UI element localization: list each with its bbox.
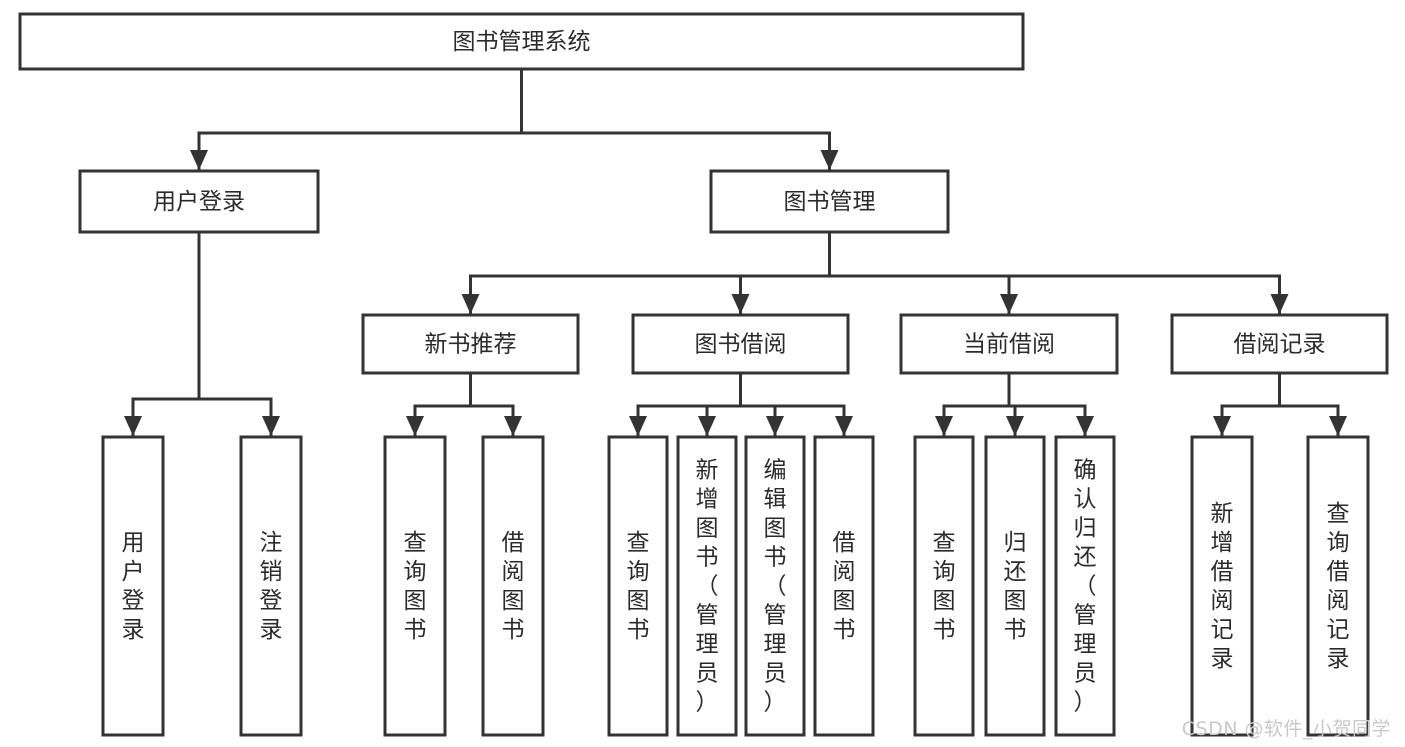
node-level3-0-label: 新书推荐 [425,332,517,358]
arrow-head-icon-manage-3 [1270,294,1289,314]
node-leaf-8-box[interactable] [913,435,975,737]
arrow-head-icon-图书借阅-3 [835,416,853,436]
arrow-head-icon-manage-0 [461,294,480,314]
node-leaf-9-box[interactable] [984,435,1046,737]
node-level3-3-box[interactable] [1170,313,1389,375]
node-leaf-2-box[interactable] [383,435,447,737]
node-leaf-1[interactable]: 注销登录 [239,435,303,737]
arrow-head-icon-图书借阅-2 [766,416,784,436]
node-root-label: 图书管理系统 [453,29,591,55]
node-level2-1-label: 图书管理 [784,189,876,215]
node-leaf-0-box[interactable] [101,435,165,737]
node-leaf-7-label: 借阅图书 [833,530,856,643]
node-level3-3[interactable]: 借阅记录 [1170,313,1389,375]
arrow-head-icon-用户登录-1 [262,416,280,436]
node-leaf-5-box[interactable] [676,435,738,737]
node-level3-2[interactable]: 当前借阅 [899,313,1119,375]
node-leaf-4-label: 查询图书 [627,530,650,643]
node-leaf-0[interactable]: 用户登录 [101,435,165,737]
arrow-head-icon-root-0 [190,150,208,170]
arrow-head-icon-root-1 [820,150,839,170]
node-leaf-3-box[interactable] [481,435,545,737]
node-leaf-5[interactable]: 新增图书（管理员） [676,435,738,737]
node-level3-0-box[interactable] [361,313,580,375]
node-leaf-3-label: 借阅图书 [502,530,525,643]
arrow-head-icon-manage-2 [1000,294,1018,314]
node-leaf-1-label: 注销登录 [260,530,283,643]
node-level2-1-box[interactable] [709,169,950,234]
node-leaf-7[interactable]: 借阅图书 [813,435,875,737]
node-leaf-5-label: 新增图书（管理员） [696,458,719,716]
node-root-box[interactable] [18,12,1025,71]
node-leaf-0-label: 用户登录 [122,530,145,643]
node-leaf-3[interactable]: 借阅图书 [481,435,545,737]
node-layer: 图书管理系统用户登录图书管理新书推荐图书借阅当前借阅借阅记录用户登录注销登录查询… [18,12,1389,737]
node-leaf-7-box[interactable] [813,435,875,737]
node-leaf-10-label: 确认归还（管理员） [1074,458,1097,716]
node-leaf-10-box[interactable] [1054,435,1116,737]
arrow-head-icon-借阅记录-0 [1213,416,1231,436]
arrow-head-icon-借阅记录-1 [1329,416,1347,436]
node-leaf-6[interactable]: 编辑图书（管理员） [744,435,806,737]
node-level2-0[interactable]: 用户登录 [78,169,320,234]
arrow-head-icon-用户登录-0 [124,416,142,436]
node-leaf-12[interactable]: 查询借阅记录 [1306,435,1370,737]
arrow-head-icon-manage-1 [731,294,750,314]
connector-layer [124,67,1347,438]
node-leaf-12-label: 查询借阅记录 [1327,501,1350,672]
arrow-head-icon-当前借阅-1 [1006,416,1024,436]
node-leaf-9-label: 归还图书 [1004,530,1027,643]
node-level2-0-box[interactable] [78,169,320,234]
node-leaf-2-label: 查询图书 [404,530,427,643]
node-leaf-4-box[interactable] [607,435,669,737]
node-level2-0-label: 用户登录 [153,189,245,215]
node-level3-2-label: 当前借阅 [963,332,1055,358]
node-root[interactable]: 图书管理系统 [18,12,1025,71]
node-leaf-6-label: 编辑图书（管理员） [764,458,787,716]
node-level3-1-label: 图书借阅 [695,332,787,358]
node-leaf-11-label: 新增借阅记录 [1211,501,1234,672]
node-level3-1-box[interactable] [631,313,850,375]
node-leaf-4[interactable]: 查询图书 [607,435,669,737]
node-leaf-1-box[interactable] [239,435,303,737]
node-leaf-8-label: 查询图书 [933,530,956,643]
node-leaf-2[interactable]: 查询图书 [383,435,447,737]
arrow-head-icon-当前借阅-2 [1076,416,1094,436]
node-level3-3-label: 借阅记录 [1234,332,1326,358]
node-leaf-9[interactable]: 归还图书 [984,435,1046,737]
node-level2-1[interactable]: 图书管理 [709,169,950,234]
arrow-head-icon-当前借阅-0 [935,416,953,436]
node-level3-1[interactable]: 图书借阅 [631,313,850,375]
node-level3-2-box[interactable] [899,313,1119,375]
node-leaf-8[interactable]: 查询图书 [913,435,975,737]
node-leaf-6-box[interactable] [744,435,806,737]
node-leaf-11[interactable]: 新增借阅记录 [1190,435,1254,737]
node-level3-0[interactable]: 新书推荐 [361,313,580,375]
arrow-head-icon-图书借阅-0 [629,416,647,436]
node-leaf-12-box[interactable] [1306,435,1370,737]
node-leaf-10[interactable]: 确认归还（管理员） [1054,435,1116,737]
arrow-head-icon-新书推荐-1 [504,416,522,436]
arrow-head-icon-新书推荐-0 [406,416,424,436]
node-leaf-11-box[interactable] [1190,435,1254,737]
arrow-head-icon-图书借阅-1 [698,416,716,436]
